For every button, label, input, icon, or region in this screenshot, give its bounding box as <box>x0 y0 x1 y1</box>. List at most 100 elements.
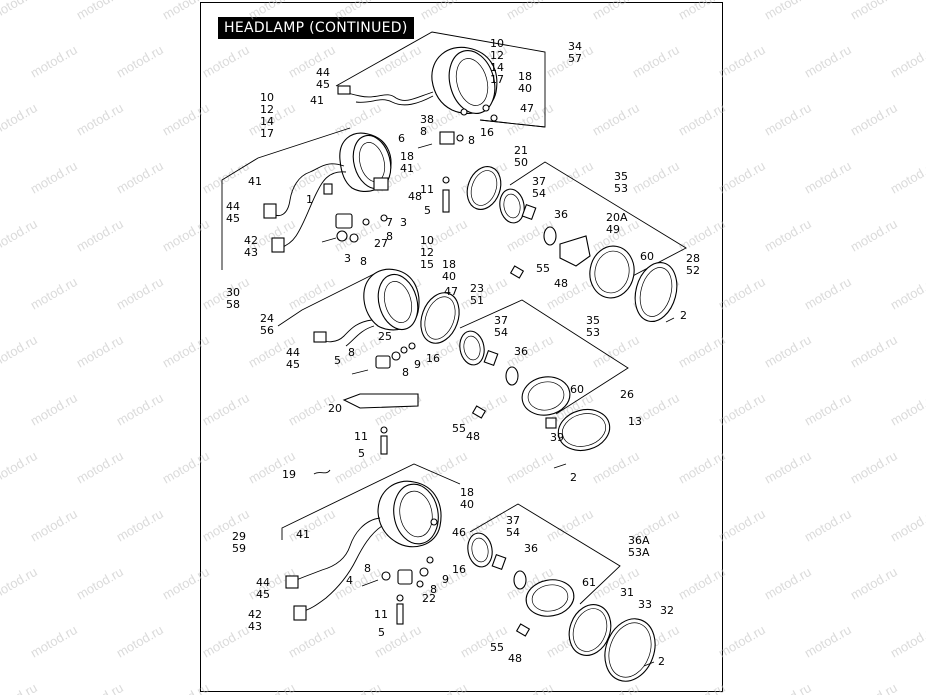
callout-3-a: 3 <box>400 216 407 229</box>
watermark-text: motod.ru <box>716 390 768 429</box>
watermark-text: motod.ru <box>74 564 126 603</box>
watermark-text: motod.ru <box>0 0 40 23</box>
callout-61: 61 <box>582 576 596 589</box>
watermark-text: motod.ru <box>200 622 252 661</box>
callout-8-a: 8 <box>468 134 475 147</box>
watermark-text: motod.ru <box>28 506 80 545</box>
callout-22: 22 <box>422 592 436 605</box>
watermark-text: motod.ru <box>28 42 80 81</box>
watermark-text: motod.ru <box>114 42 166 81</box>
watermark-text: motod.ru <box>802 622 854 661</box>
callout-27: 27 <box>374 237 388 250</box>
watermark-text: motod.ru <box>114 390 166 429</box>
callout-36-a: 36 <box>554 208 568 221</box>
watermark-text: motod.ru <box>160 100 212 139</box>
callout-2-a: 2 <box>680 309 687 322</box>
watermark-text: motod.ru <box>716 42 768 81</box>
callout-16-bot: 16 <box>452 563 466 576</box>
callout-8-b: 8 <box>386 230 393 243</box>
watermark-text: motod.ru <box>888 274 926 313</box>
watermark-text: motod.ru <box>504 0 556 23</box>
bracket-part <box>559 235 591 267</box>
watermark-text: motod.ru <box>28 622 80 661</box>
watermark-text: motod.ru <box>802 390 854 429</box>
callout-13: 13 <box>628 415 642 428</box>
watermark-text: motod.ru <box>160 564 212 603</box>
watermark-text: motod.ru <box>716 622 768 661</box>
callout-5-b: 5 <box>334 354 341 367</box>
watermark-text: motod.ru <box>544 506 596 545</box>
callout-41-top: 41 <box>310 94 324 107</box>
watermark-text: motod.ru <box>160 0 212 23</box>
watermark-text: motod.ru <box>762 100 814 139</box>
callout-8-c: 8 <box>360 255 367 268</box>
watermark-text: motod.ru <box>74 216 126 255</box>
watermark-text: motod.ru <box>332 564 384 603</box>
watermark-text: motod.ru <box>200 390 252 429</box>
watermark-text: motod.ru <box>802 158 854 197</box>
watermark-text: motod.ru <box>888 622 926 661</box>
callout-9-a: 9 <box>414 358 421 371</box>
callout-6: 6 <box>398 132 405 145</box>
watermark-text: motod.ru <box>160 680 212 695</box>
watermark-text: motod.ru <box>802 42 854 81</box>
watermark-text: motod.ru <box>418 448 470 487</box>
watermark-text: motod.ru <box>418 0 470 23</box>
watermark-text: motod.ru <box>74 448 126 487</box>
watermark-text: motod.ru <box>286 622 338 661</box>
watermark-text: motod.ru <box>590 100 642 139</box>
callout-41-bot: 41 <box>296 528 310 541</box>
callout-55-b: 55 <box>452 422 466 435</box>
callout-48-c: 48 <box>466 430 480 443</box>
callout-11-c: 11 <box>374 608 388 621</box>
watermark-text: motod.ru <box>160 332 212 371</box>
left-headlamp-assembly <box>221 127 392 270</box>
diagram-title: HEADLAMP (CONTINUED) <box>218 17 414 39</box>
watermark-text: motod.ru <box>716 158 768 197</box>
callout-16-top: 16 <box>480 126 494 139</box>
watermark-text: motod.ru <box>28 274 80 313</box>
callout-47-top: 47 <box>520 102 534 115</box>
callout-39: 39 <box>550 431 564 444</box>
watermark-text: motod.ru <box>74 332 126 371</box>
watermark-text: motod.ru <box>0 448 40 487</box>
watermark-text: motod.ru <box>630 42 682 81</box>
callout-16-mid: 16 <box>426 352 440 365</box>
watermark-text: motod.ru <box>676 100 728 139</box>
watermark-text: motod.ru <box>848 0 900 23</box>
watermark-text: motod.ru <box>848 564 900 603</box>
watermark-text: motod.ru <box>590 448 642 487</box>
watermark-text: motod.ru <box>160 216 212 255</box>
watermark-text: motod.ru <box>246 680 298 695</box>
callout-11-b: 11 <box>354 430 368 443</box>
callout-4: 4 <box>346 574 353 587</box>
watermark-text: motod.ru <box>590 680 642 695</box>
watermark-text: motod.ru <box>74 100 126 139</box>
watermark-text: motod.ru <box>28 390 80 429</box>
watermark-text: motod.ru <box>848 100 900 139</box>
callout-31: 31 <box>620 586 634 599</box>
watermark-text: motod.ru <box>630 158 682 197</box>
callout-60-a: 60 <box>640 250 654 263</box>
watermark-text: motod.ru <box>114 158 166 197</box>
callout-25: 25 <box>378 330 392 343</box>
callout-20: 20 <box>328 402 342 415</box>
watermark-text: motod.ru <box>74 680 126 695</box>
callout-46: 46 <box>452 526 466 539</box>
watermark-text: motod.ru <box>114 622 166 661</box>
